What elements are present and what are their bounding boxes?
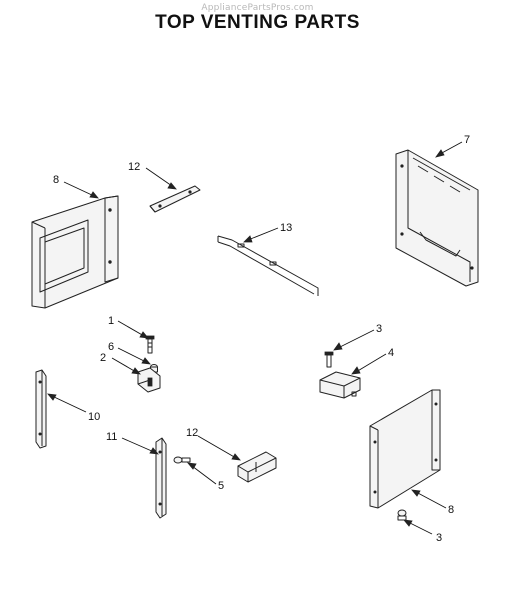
callout-9: 10 bbox=[88, 411, 100, 423]
callout-11: 12 bbox=[186, 427, 198, 439]
callout-3-bottom: 3 bbox=[436, 532, 442, 544]
switch-module-part bbox=[319, 371, 361, 399]
callout-8-left: 8 bbox=[53, 174, 59, 186]
flat-strip-part bbox=[149, 185, 201, 213]
left-side-panel-part bbox=[31, 195, 119, 309]
callout-13: 13 bbox=[280, 222, 292, 234]
right-side-panel-part bbox=[369, 389, 441, 509]
callout-3-top: 3 bbox=[376, 323, 382, 335]
callout-7: 7 bbox=[464, 134, 470, 146]
page-title: TOP VENTING PARTS bbox=[155, 12, 360, 33]
long-rod-part bbox=[217, 235, 319, 296]
screw-part bbox=[145, 335, 155, 354]
callout-2: 2 bbox=[100, 352, 106, 364]
callout-12: 12 bbox=[128, 161, 140, 173]
bushing-part bbox=[150, 364, 158, 373]
screw-part bbox=[173, 456, 191, 464]
callout-6: 6 bbox=[108, 341, 114, 353]
right-rail-part bbox=[155, 437, 167, 519]
callout-10: 11 bbox=[106, 431, 117, 443]
screw-part-bottom bbox=[397, 509, 407, 521]
callout-4: 4 bbox=[388, 347, 394, 359]
channel-bracket-part bbox=[237, 451, 277, 483]
screw-part bbox=[324, 351, 334, 368]
callout-8-right: 8 bbox=[448, 504, 454, 516]
callout-labels: 8 12 13 7 1 6 2 3 4 10 11 12 5 8 3 bbox=[53, 134, 470, 544]
left-rail-part bbox=[35, 369, 47, 449]
watermark: AppliancePartsPros.com bbox=[201, 3, 314, 13]
callout-1: 1 bbox=[108, 315, 114, 327]
latch-bracket-part bbox=[137, 367, 161, 393]
leader-lines bbox=[47, 141, 463, 535]
rear-vent-panel-part bbox=[395, 149, 479, 287]
callout-5: 5 bbox=[218, 480, 224, 492]
